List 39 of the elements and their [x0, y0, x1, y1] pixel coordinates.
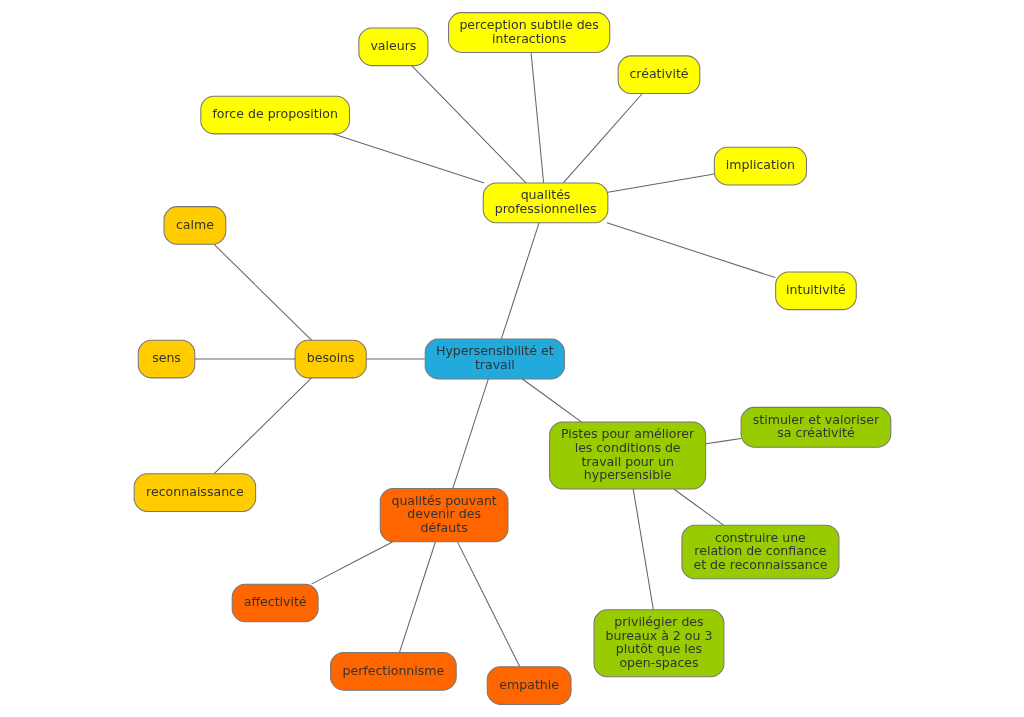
connector	[398, 541, 436, 653]
connector	[704, 438, 741, 445]
node-box: affectivité	[231, 583, 319, 623]
node-box: force de proposition	[199, 95, 350, 135]
node-box: sens	[137, 339, 195, 379]
connector	[606, 173, 715, 193]
node-box: Hypersensibilité et travail	[424, 338, 565, 380]
connector	[451, 378, 489, 489]
node-box: perfectionnisme	[329, 651, 457, 691]
node-box: qualités pouvant devenir des défauts	[379, 487, 508, 543]
connector	[213, 377, 312, 474]
connector	[332, 133, 485, 184]
connector	[365, 358, 425, 360]
node-box: reconnaissance	[133, 473, 256, 512]
connector	[521, 378, 582, 423]
node-box: privilégier des bureaux à 2 ou 3 plutôt que les open-spaces	[593, 609, 724, 678]
connector	[632, 488, 654, 611]
connector	[193, 358, 296, 360]
connector	[562, 93, 643, 184]
connector	[530, 51, 544, 184]
node-box: valeurs	[357, 27, 428, 67]
node-box: construire une relation de confiance et de reconnaissance	[680, 524, 839, 580]
node-box: Pistes pour améliorer les conditions de travail pour un hypersensible	[548, 421, 706, 490]
node-box: perception subtile des interactions	[447, 12, 610, 53]
connector	[410, 65, 526, 184]
connector	[456, 541, 520, 668]
connector	[310, 541, 393, 585]
connector	[213, 244, 312, 341]
node-box: empathie	[486, 666, 572, 705]
node-box: qualités professionnelles	[482, 182, 608, 224]
connector	[605, 222, 776, 279]
node-box: calme	[163, 206, 226, 245]
node-box: intuitivité	[774, 271, 857, 311]
node-box: implication	[713, 146, 807, 186]
node-box: besoins	[294, 339, 367, 379]
connector	[673, 488, 724, 526]
connector	[500, 222, 540, 340]
node-box: créativité	[617, 55, 700, 95]
node-box: stimuler et valoriser sa créativité	[740, 406, 891, 448]
